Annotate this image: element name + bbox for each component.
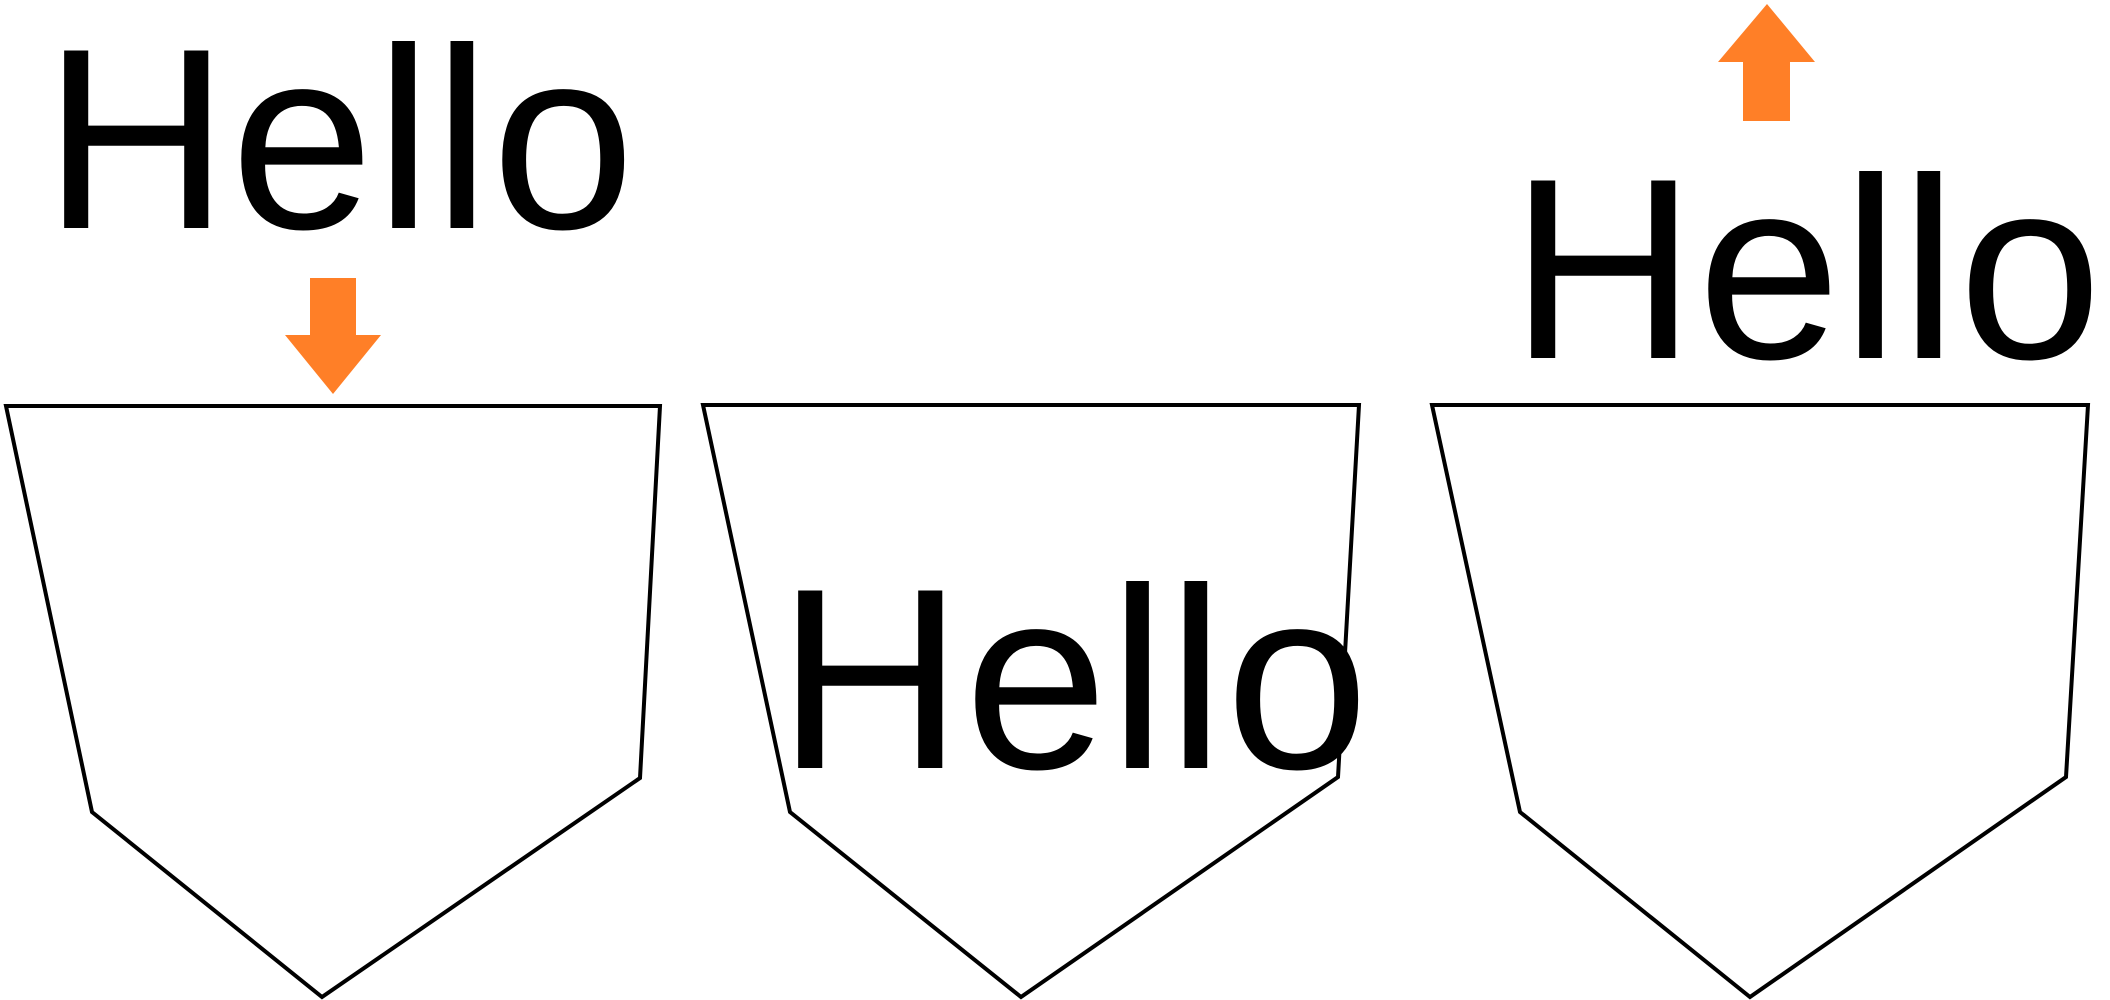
panel-3-pocket-shape bbox=[1429, 403, 2091, 1000]
panel-1-down-arrow bbox=[285, 278, 381, 394]
panel-1: Hello bbox=[3, 0, 663, 1000]
panel-2: Hello bbox=[700, 403, 1370, 1000]
panel-2-word: Hello bbox=[777, 534, 1370, 823]
panel-3-up-arrow bbox=[1718, 4, 1815, 121]
panel-1-word: Hello bbox=[43, 0, 636, 283]
panel-2-pocket-shape bbox=[700, 403, 1362, 1000]
panel-3: Hello bbox=[1429, 4, 2103, 1000]
panel-3-word: Hello bbox=[1510, 124, 2103, 413]
panel-1-pocket-shape bbox=[3, 404, 663, 1000]
